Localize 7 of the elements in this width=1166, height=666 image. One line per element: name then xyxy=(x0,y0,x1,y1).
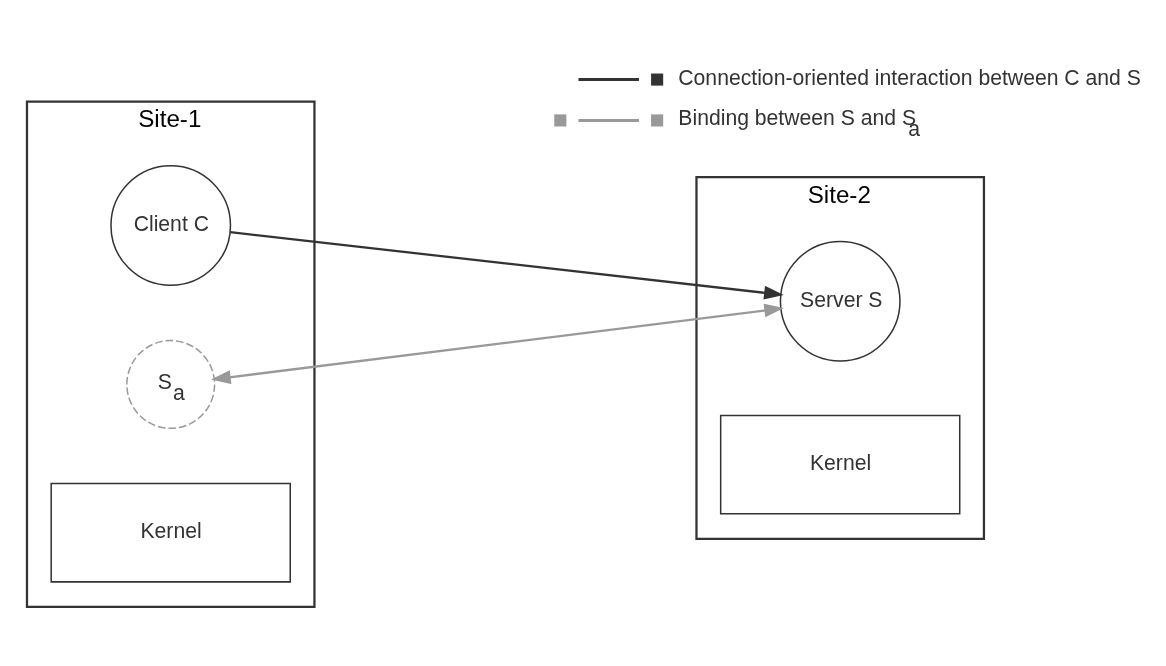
node-box: Kernel xyxy=(719,414,961,515)
arrow xyxy=(230,231,784,300)
node-box: Kernel xyxy=(50,482,291,583)
legend-label: Connection-oriented interaction between C and S xyxy=(678,66,1141,90)
arrow xyxy=(211,303,784,384)
node-circle: Server S xyxy=(779,240,901,362)
node-circle: Client C xyxy=(110,165,232,287)
